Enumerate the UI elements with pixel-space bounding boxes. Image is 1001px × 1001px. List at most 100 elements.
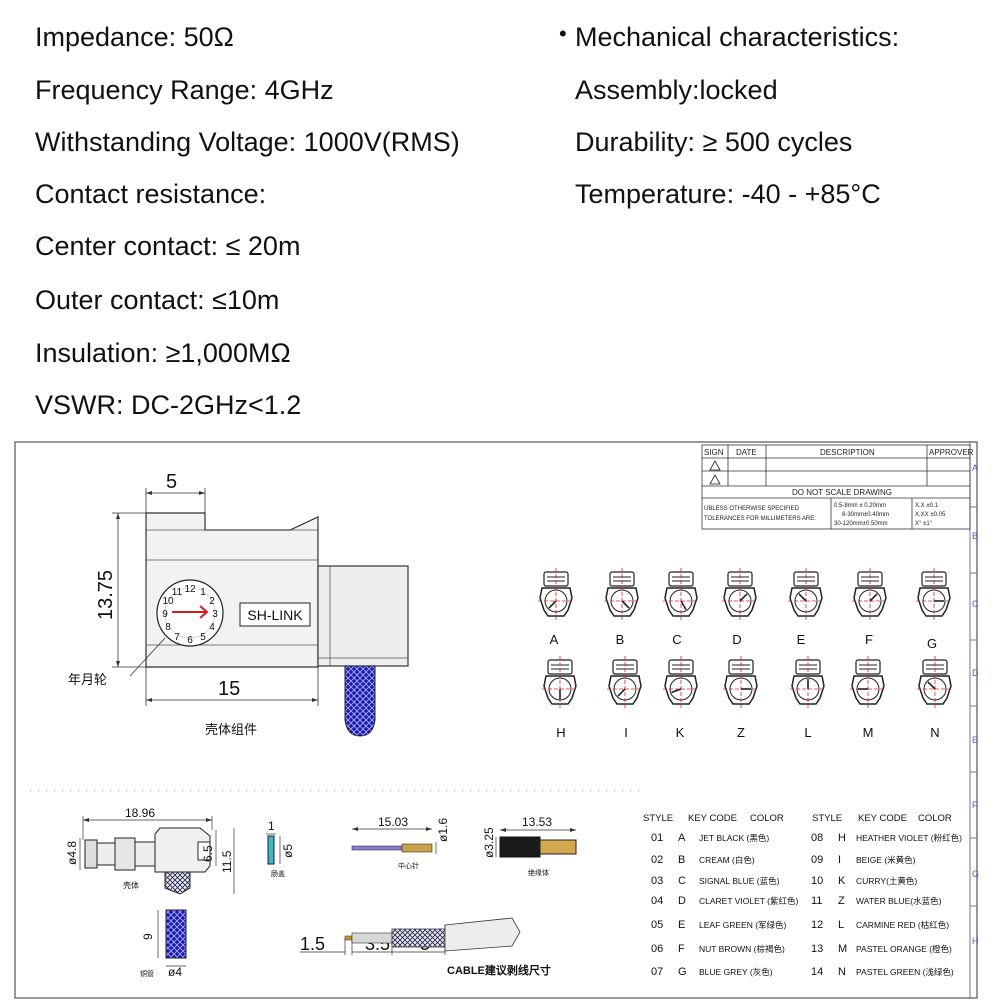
table-style: 04 [651, 895, 663, 907]
table-color: BEIGE (米黄色) [856, 855, 916, 865]
key-letter: F [865, 632, 873, 647]
border-letter: D [972, 668, 979, 678]
cable-strip-label: CABLE建议剥线尺寸 [447, 963, 551, 977]
key-code-icon [607, 656, 643, 708]
table-style: 12 [811, 919, 823, 931]
table-key-code: H [838, 832, 846, 844]
table-key-code: G [678, 966, 687, 978]
title-block-text: SIGN DATE DESCRIPTION APPROVER DO NOT SC… [704, 448, 974, 527]
border-letter: G [972, 869, 979, 879]
key-letter: D [732, 632, 741, 647]
header-date: DATE [736, 448, 757, 457]
dim-1-label: 1 [268, 819, 275, 833]
dim-15-03-label: 15.03 [378, 815, 408, 829]
table-style: 10 [811, 875, 823, 887]
key-letter: G [927, 636, 937, 651]
label-housing-assembly: 壳体组件 [205, 722, 257, 737]
tolerance-xx: X.X ±0.1 [915, 503, 939, 509]
tolerance-angle: X° ±1° [915, 521, 933, 527]
tolerance-range-2: 8-30mm±0.40mm [842, 512, 889, 518]
tolerance-range-3: 30-120mm±0.50mm [834, 521, 888, 527]
table-style: 01 [651, 832, 663, 844]
dim-1-5-label: 1.5 [300, 934, 325, 954]
no-scale-note: DO NOT SCALE DRAWING [792, 488, 892, 497]
label-ferrule: 铜管 [140, 969, 154, 978]
table-key-code: N [838, 966, 846, 978]
table-header: STYLE [812, 813, 842, 824]
wheel-number: 4 [209, 622, 215, 633]
table-color: SIGNAL BLUE (蓝色) [699, 876, 780, 886]
table-key-code: L [838, 919, 844, 931]
table-key-code: K [838, 875, 846, 887]
wheel-number: 11 [172, 587, 183, 598]
table-color: CARMINE RED (枯红色) [856, 920, 949, 930]
header-approver: APPROVER [929, 448, 974, 457]
wheel-number: 7 [174, 632, 180, 643]
table-style: 09 [811, 854, 823, 866]
revision-triangle-icon [709, 460, 721, 471]
revision-triangle-icon [709, 474, 721, 485]
dim-18-96-label: 18.96 [125, 806, 155, 820]
tolerance-note-1: UBLESS OTHERWISE SPECIFIED [704, 506, 800, 512]
dim-4-8-label: ø4.8 [65, 841, 79, 865]
key-letter: C [672, 632, 681, 647]
dim-5b-label: ø5 [281, 844, 295, 858]
border-letters: A B C D E F G H [972, 463, 979, 946]
wheel-number: 8 [165, 622, 171, 633]
key-code-icon [538, 568, 574, 620]
table-style: 14 [811, 966, 823, 978]
spec-mechanical: Mechanical characteristics: [575, 22, 900, 52]
border-letter: F [972, 800, 978, 810]
header-sign: SIGN [704, 448, 724, 457]
connector-side-view: 18.96 ø4.8 6.5 11.5 壳体 [65, 806, 235, 895]
ferrule-drawing: 9 ø4 铜管 [140, 909, 187, 979]
key-letter: E [797, 632, 806, 647]
dim-5-label: 5 [166, 471, 177, 493]
table-header: COLOR [750, 813, 784, 824]
table-color: NUT BROWN (棕褐色) [699, 944, 785, 954]
spec-voltage: Withstanding Voltage: 1000V(RMS) [35, 127, 460, 157]
table-color: PASTEL GREEN (浅绿色) [856, 967, 954, 977]
table-color: LEAF GREEN (军绿色) [699, 920, 787, 930]
dim-13-53-label: 13.53 [522, 815, 552, 829]
key-code-icon [604, 568, 640, 620]
dim-9-label: 9 [141, 933, 155, 940]
table-style: 03 [651, 875, 663, 887]
spec-insulation: Insulation: ≥1,000MΩ [35, 338, 291, 368]
key-code-icon [916, 568, 952, 620]
wheel-number: 5 [200, 632, 206, 643]
key-letter: H [556, 725, 565, 740]
housing-drawing: 5 13.75 1 2 3 4 5 6 7 8 9 10 1 [68, 471, 409, 737]
revision-triangle-icons [709, 460, 721, 485]
table-key-code: A [678, 832, 686, 844]
table-key-code: F [678, 943, 685, 955]
table-color: BLUE GREY (灰色) [699, 967, 773, 977]
key-letter: K [676, 725, 685, 740]
key-letter: L [804, 725, 811, 740]
label-date-wheel: 年月轮 [68, 672, 107, 687]
key-code-icon [663, 656, 699, 708]
table-key-code: C [678, 875, 686, 887]
header-description: DESCRIPTION [820, 448, 875, 457]
table-style: 06 [651, 943, 663, 955]
key-letter: A [550, 632, 559, 647]
table-key-code: E [678, 919, 685, 931]
table-style: 07 [651, 966, 663, 978]
key-code-icon [917, 656, 953, 708]
tolerance-xxx: X.XX ±0.05 [915, 512, 946, 518]
table-style: 05 [651, 919, 663, 931]
table-style: 08 [811, 832, 823, 844]
label-insulator: 绝缘体 [528, 868, 549, 877]
table-header: KEY CODE [858, 813, 907, 824]
cable-strip-drawing: 1.5 3.5 5 CABLE建议剥线尺寸 [300, 917, 551, 977]
spec-frequency: Frequency Range: 4GHz [35, 75, 334, 105]
table-color: CLARET VIOLET (紫红色) [699, 896, 799, 906]
table-style: 13 [811, 943, 823, 955]
table-header: COLOR [918, 813, 952, 824]
bullet-icon: • [559, 21, 567, 46]
label-shell: 壳体 [123, 880, 139, 890]
table-color: CURRY(土黄色) [856, 876, 917, 886]
table-style: 02 [651, 854, 663, 866]
key-code-icon [723, 656, 759, 708]
tolerance-note-2: TOLERANCES FOR MILLIMETERS ARE: [704, 516, 816, 522]
